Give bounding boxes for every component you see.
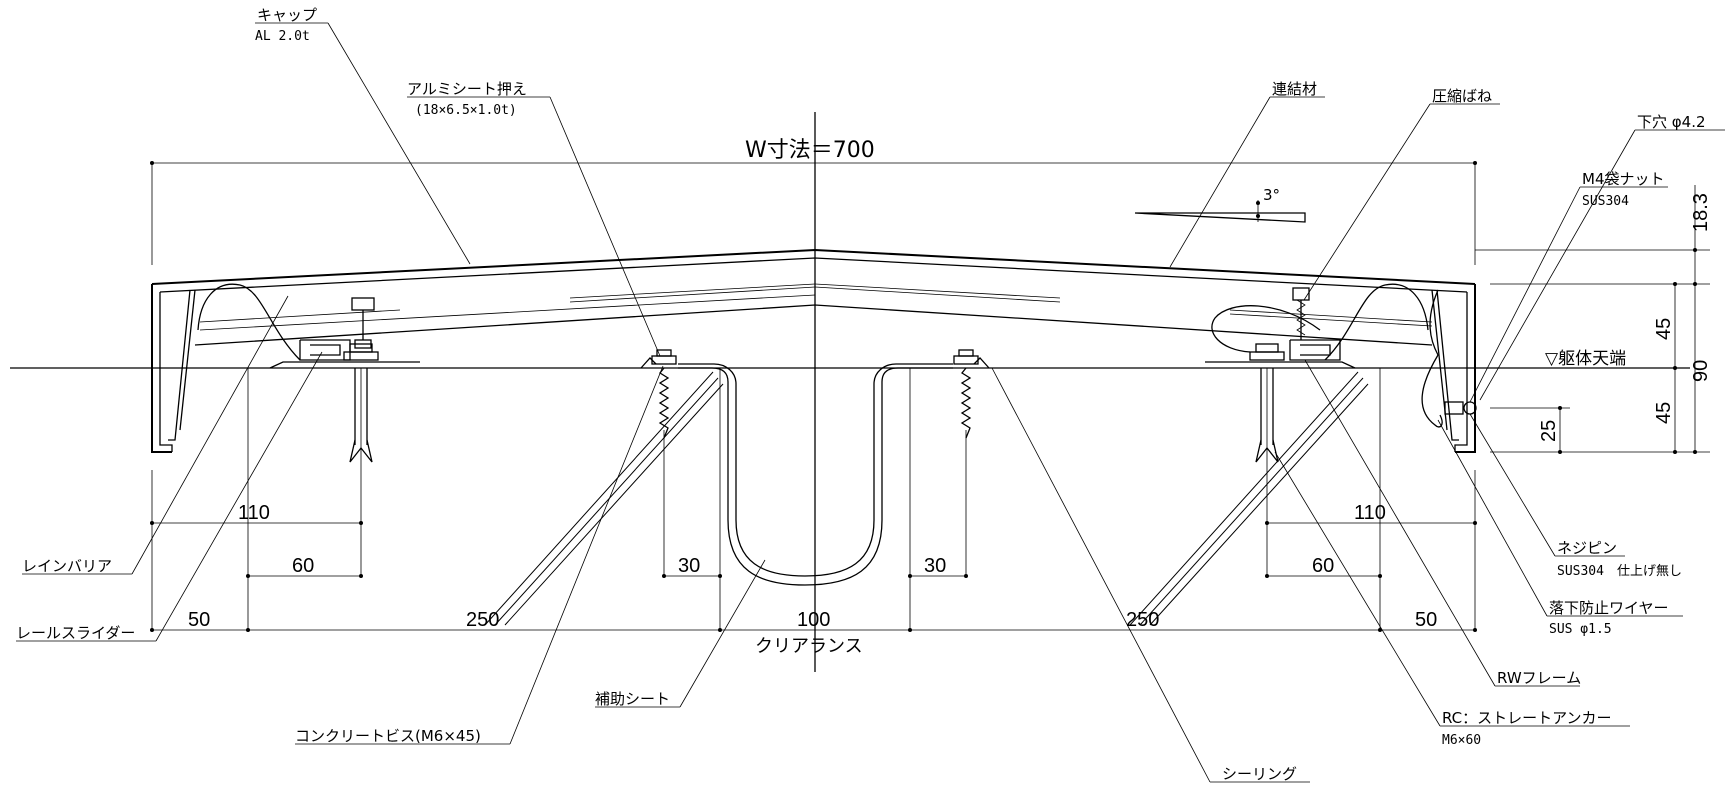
left-dimensions: 110 60 50 250 30 [150,368,722,632]
center-dimension: 100 クリアランス [720,368,912,657]
rain-barrier-label: レインバリア [22,557,112,575]
anchor-right [1249,343,1285,470]
m4-cap-nut-spec: SUS304 [1582,194,1629,209]
aluminum-sheet-holder [199,283,1433,327]
fall-wire-spec: SUS φ1.5 [1549,622,1612,637]
vertical-dimensions: 18.3 45 90 45 25 ▽躯体天端 [1475,185,1712,454]
rc-anchor-label: RC：ストレートアンカー [1442,709,1612,727]
pilot-hole-label: 下穴 φ4.2 [1637,113,1706,131]
concrete-screw-left [640,349,677,439]
angle-indicator: 3° [1134,186,1306,223]
screw-pin-label: ネジピン [1557,539,1617,557]
aux-sheet [678,363,953,586]
rain-barrier [197,283,1429,361]
cap-spec: AL 2.0t [255,29,310,44]
cap-label: キャップ [257,6,317,24]
concrete-screw-label: コンクリートビス(M6×45) [295,727,481,745]
m4-cap-nut-label: M4袋ナット [1582,170,1665,188]
callouts: キャップ AL 2.0t アルミシート押え (18×6.5×1.0t) 連結材 … [16,6,1725,783]
connector-label: 連結材 [1272,80,1317,98]
right-dimensions: 30 250 60 110 50 [908,368,1477,632]
dim-left-110: 110 [238,502,270,524]
clearance-label: クリアランス [755,636,863,657]
compression-spring-label: 圧縮ばね [1432,87,1492,105]
dim-left-30: 30 [678,555,700,577]
dim-v-45-bottom: 45 [1653,402,1675,424]
slab-reference-label: ▽躯体天端 [1545,349,1626,369]
aluminum-sheet-holder-label: アルミシート押え [407,80,527,98]
rw-frame-label: RWフレーム [1497,669,1581,687]
dim-v-90: 90 [1690,360,1712,382]
fall-wire-label: 落下防止ワイヤー [1549,599,1669,617]
rc-anchor-spec: M6×60 [1442,733,1481,748]
rail-slider-left [299,297,375,361]
dim-v-18-3: 18.3 [1690,193,1712,232]
dim-right-250: 250 [1126,609,1159,631]
dim-right-60: 60 [1312,555,1334,577]
base-plates [269,361,1356,369]
anchor-left [343,343,379,470]
rail-slider-label: レールスライダー [16,624,135,642]
reference-lines [10,112,1690,672]
angle-label: 3° [1263,186,1280,204]
slab-hatch [484,371,1369,626]
cap [151,248,1476,453]
overall-width-dimension: W寸法＝700 [150,138,1477,265]
dim-v-45-top: 45 [1653,318,1675,340]
dim-left-50: 50 [188,609,210,631]
dim-left-60: 60 [292,555,314,577]
dim-right-30: 30 [924,555,946,577]
dim-right-110: 110 [1354,502,1386,524]
aux-sheet-label: 補助シート [595,690,670,708]
dim-v-25: 25 [1538,420,1560,442]
concrete-screw-right [953,349,990,439]
dim-left-250: 250 [466,609,499,631]
overall-width-label: W寸法＝700 [745,138,875,163]
dim-right-50: 50 [1415,609,1437,631]
rail-slider-right [1289,287,1341,361]
dim-center-100: 100 [797,609,830,631]
screw-pin-spec: SUS304 仕上げ無し [1557,564,1682,579]
aluminum-sheet-holder-spec: (18×6.5×1.0t) [415,103,517,118]
sealing-label: シーリング [1222,765,1297,783]
